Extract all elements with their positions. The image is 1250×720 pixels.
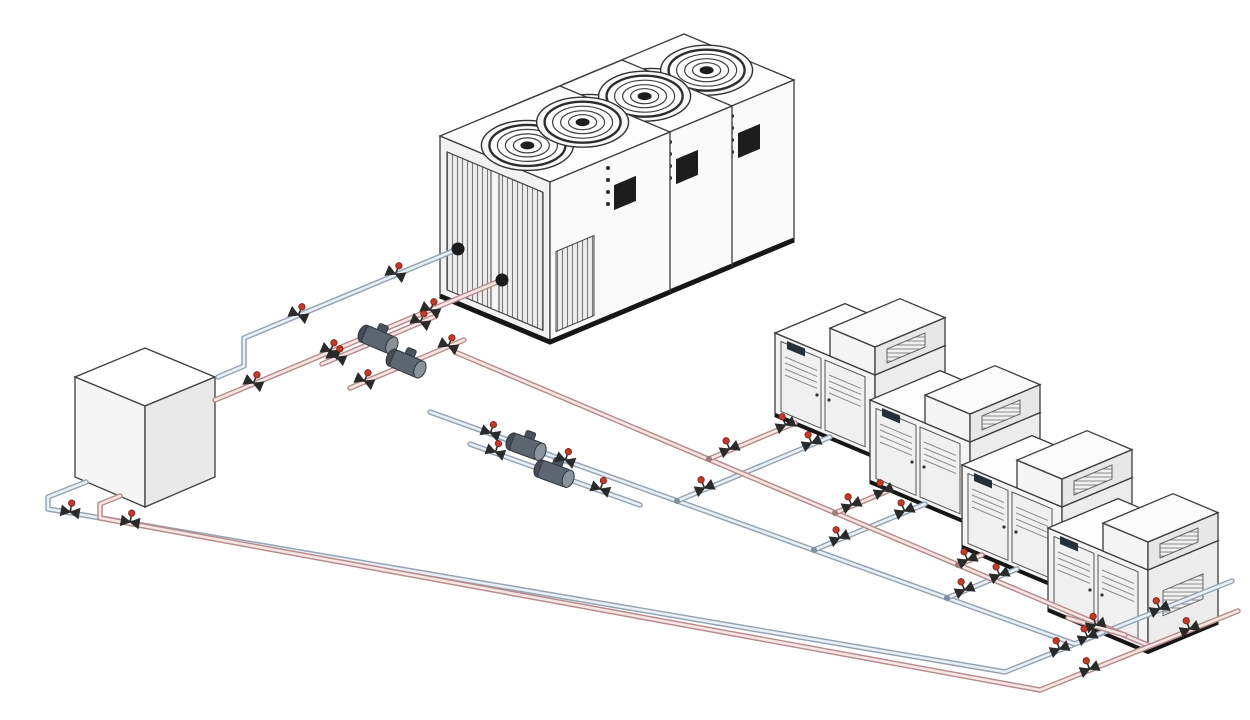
buffer-tank [73,347,217,508]
junction-dot [944,595,950,601]
chiller-pipe-flange [451,242,465,256]
chiller-pipe-flange [495,273,509,287]
tank-right-face [144,376,216,508]
pipe-junctions [451,242,961,601]
junction-dot [811,547,817,553]
chiller-unit-1 [440,86,670,342]
junction-dot [832,510,838,516]
junction-dot [706,456,712,462]
junction-dot [674,498,680,504]
